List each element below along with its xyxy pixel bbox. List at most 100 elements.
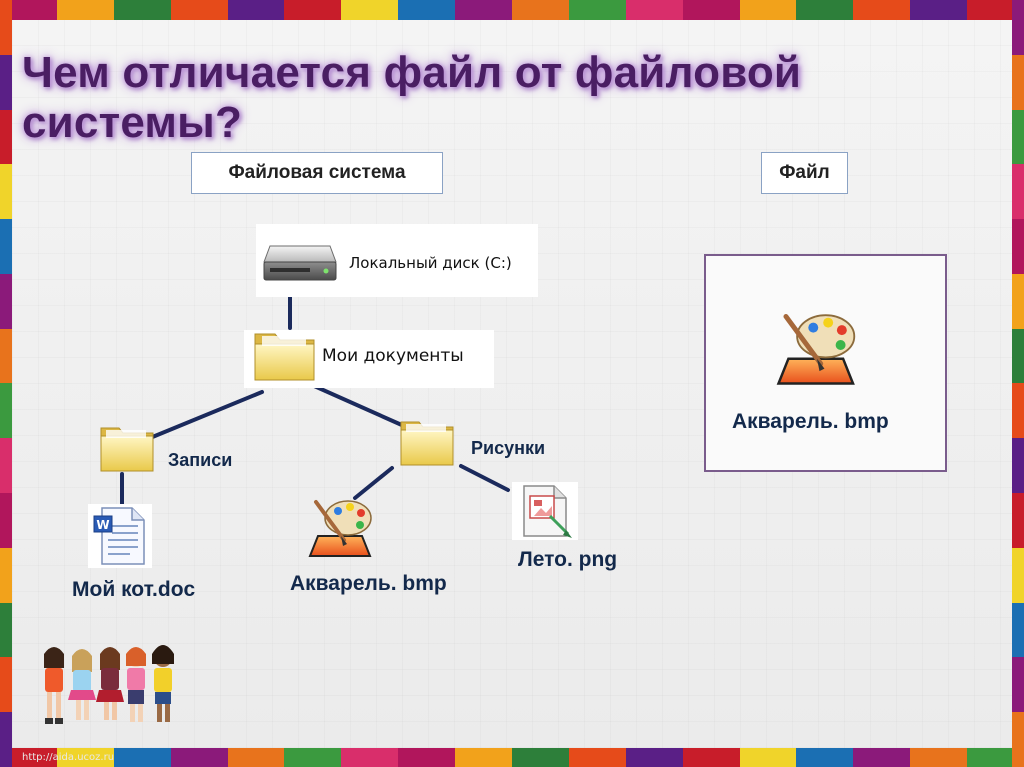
frame-tile [853, 748, 911, 767]
frame-tile [910, 0, 968, 20]
file-example-panel [704, 254, 947, 472]
frame-tile [1012, 493, 1024, 548]
frame-tile [0, 109, 12, 165]
slide-title: Чем отличается файл от файловой системы? [22, 48, 802, 147]
frame-tile [910, 748, 968, 767]
frame-tile [0, 547, 12, 603]
frame-tile [682, 748, 740, 767]
word-document-icon[interactable]: W [88, 504, 152, 568]
frame-tile [0, 164, 12, 220]
frame-tile [796, 748, 854, 767]
frame-left [0, 0, 12, 767]
frame-tile [625, 748, 683, 767]
folder-icon[interactable] [252, 322, 318, 386]
drive-label: Локальный диск (C:) [349, 254, 512, 272]
frame-tile [0, 602, 12, 658]
bmp-file-label: Акварель. bmp [290, 572, 447, 595]
image-file-icon[interactable] [512, 482, 578, 540]
footer-url: http://aida.ucoz.ru [22, 752, 115, 763]
frame-bottom [0, 748, 1024, 767]
frame-tile [967, 0, 1024, 20]
frame-tile [1012, 273, 1024, 329]
png-file-label: Лето. png [518, 548, 618, 571]
file-system-label-box: Файловая система [191, 152, 443, 194]
doc-file-label: Мой кот.doc [72, 578, 196, 601]
frame-tile [1012, 54, 1024, 110]
frame-tile [113, 0, 171, 20]
frame-tile [1012, 547, 1024, 603]
dolls-decoration [44, 645, 174, 724]
frame-tile [967, 748, 1024, 767]
hard-drive-icon[interactable] [262, 238, 338, 286]
frame-tile [455, 748, 513, 767]
frame-tile [341, 748, 399, 767]
frame-tile [284, 0, 342, 20]
frame-tile [0, 0, 57, 20]
frame-tile [512, 748, 569, 767]
frame-tile [1012, 438, 1024, 494]
line-pictures-png [459, 464, 510, 492]
frame-right [1012, 0, 1024, 767]
frame-tile [1012, 328, 1024, 384]
file-system-label: Файловая система [228, 162, 406, 183]
doll [126, 647, 146, 722]
frame-tile [568, 748, 626, 767]
frame-tile [227, 748, 285, 767]
frame-tile [0, 438, 12, 494]
frame-tile [341, 0, 399, 20]
doll [68, 649, 96, 720]
line-pictures-bmp [353, 466, 394, 500]
frame-top [0, 0, 1024, 20]
frame-tile [512, 0, 569, 20]
frame-tile [796, 0, 854, 20]
frame-tile [1012, 602, 1024, 658]
paint-palette-icon[interactable] [308, 496, 374, 562]
svg-text:W: W [96, 518, 109, 532]
line-docs-records [148, 390, 264, 440]
frame-tile [1012, 712, 1024, 767]
folder-icon[interactable] [398, 414, 456, 470]
frame-tile [227, 0, 285, 20]
frame-tile [853, 0, 911, 20]
paint-palette-icon[interactable] [776, 308, 858, 392]
records-label: Записи [168, 450, 233, 470]
frame-tile [1012, 0, 1024, 55]
frame-tile [455, 0, 513, 20]
frame-tile [1012, 219, 1024, 274]
documents-label: Мои документы [322, 346, 464, 366]
frame-tile [170, 0, 228, 20]
file-label-box: Файл [761, 152, 848, 194]
frame-tile [568, 0, 626, 20]
frame-tile [113, 748, 171, 767]
frame-tile [284, 748, 342, 767]
file-label: Файл [779, 162, 830, 183]
frame-tile [56, 748, 114, 767]
frame-tile [625, 0, 683, 20]
frame-tile [739, 0, 797, 20]
frame-tile [0, 273, 12, 329]
line-docs-pictures [301, 379, 406, 428]
pictures-label: Рисунки [471, 438, 546, 458]
frame-tile [0, 219, 12, 274]
frame-tile [0, 54, 12, 110]
frame-tile [1012, 657, 1024, 713]
file-panel-label: Акварель. bmp [732, 410, 889, 433]
frame-tile [1012, 164, 1024, 220]
frame-tile [398, 748, 456, 767]
frame-tile [0, 657, 12, 713]
frame-tile [0, 712, 12, 767]
doll [96, 647, 124, 720]
frame-tile [0, 328, 12, 384]
frame-tile [0, 0, 12, 55]
frame-tile [1012, 109, 1024, 165]
frame-tile [739, 748, 797, 767]
frame-tile [398, 0, 456, 20]
folder-icon[interactable] [98, 420, 156, 476]
frame-tile [0, 493, 12, 548]
frame-tile [0, 748, 57, 767]
doll [152, 645, 174, 722]
frame-tile [682, 0, 740, 20]
frame-tile [56, 0, 114, 20]
doll [44, 647, 64, 724]
